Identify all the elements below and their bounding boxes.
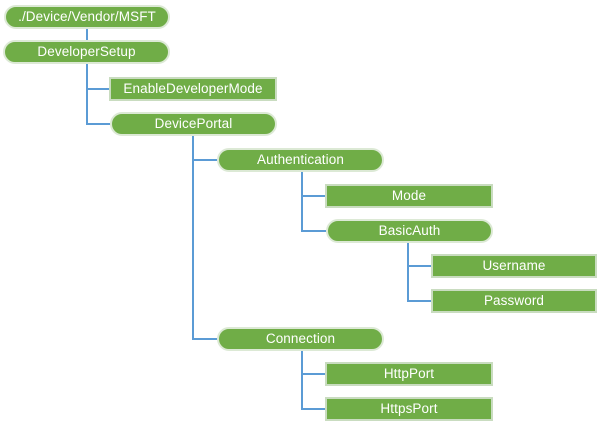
- tree-node-httpsport: HttpsPort: [325, 397, 493, 421]
- connector-branch-enabledevelopermode: [86, 88, 109, 90]
- tree-node-enabledevelopermode: EnableDeveloperMode: [109, 77, 277, 101]
- connector-branch-basicauth: [301, 230, 326, 232]
- connector-branch-mode: [301, 195, 325, 197]
- connector-basicauth-trunk: [407, 243, 409, 302]
- tree-node-connection: Connection: [217, 327, 384, 351]
- tree-node-deviceportal: DevicePortal: [110, 112, 277, 136]
- connector-branch-httpport: [301, 373, 325, 375]
- connector-root-to-developersetup: [86, 29, 88, 41]
- tree-node-developersetup: DeveloperSetup: [3, 40, 170, 64]
- connector-branch-httpsport: [301, 408, 325, 410]
- tree-node-authentication: Authentication: [217, 148, 384, 172]
- tree-node-username: Username: [431, 254, 597, 278]
- connector-connection-trunk: [301, 351, 303, 410]
- connector-deviceportal-trunk: [192, 135, 194, 340]
- tree-node-device-vendor-msft: ./Device/Vendor/MSFT: [4, 5, 170, 29]
- connector-branch-username: [407, 265, 431, 267]
- tree-node-httpport: HttpPort: [325, 362, 493, 386]
- connector-branch-password: [407, 300, 431, 302]
- connector-branch-deviceportal: [86, 123, 110, 125]
- connector-authentication-trunk: [301, 171, 303, 232]
- tree-node-basicauth: BasicAuth: [326, 219, 493, 243]
- connector-branch-connection: [192, 338, 217, 340]
- tree-node-mode: Mode: [325, 184, 493, 208]
- tree-node-password: Password: [431, 289, 597, 313]
- connector-branch-authentication: [192, 159, 217, 161]
- connector-developersetup-trunk: [86, 63, 88, 125]
